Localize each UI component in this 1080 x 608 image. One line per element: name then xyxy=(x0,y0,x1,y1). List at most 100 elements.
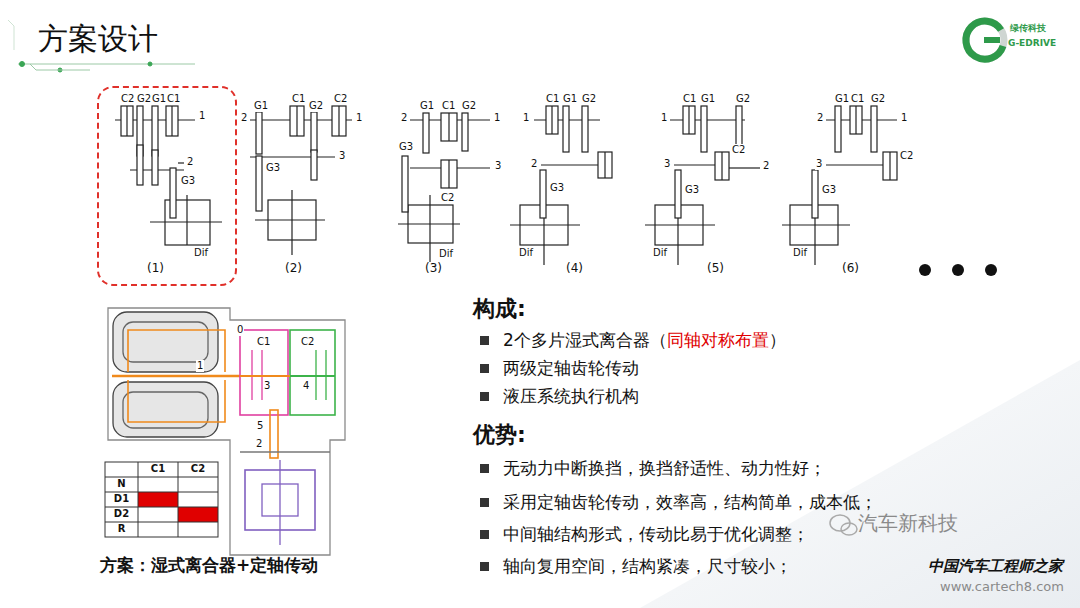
bullet-mark xyxy=(480,464,489,473)
part-label: C2 xyxy=(120,93,135,105)
bullet-mark xyxy=(480,392,489,401)
logo-mark-part xyxy=(984,37,1000,43)
bullet-text: 采用定轴齿轮传动，效率高，结构简单，成本低； xyxy=(503,493,877,513)
part-label: G1 xyxy=(419,100,435,112)
cross-section-part xyxy=(279,460,280,545)
schematic-2-part xyxy=(311,150,317,180)
schematic-2-part xyxy=(256,156,262,211)
watermark: 汽车新科技 xyxy=(858,512,958,535)
title-decoration-part xyxy=(148,62,152,66)
figure-number: (5) xyxy=(707,262,724,276)
watermark: 中国汽车工程师之家 xyxy=(928,558,1063,575)
part-label: 2 xyxy=(240,112,248,124)
callout-number: 4 xyxy=(302,380,310,392)
schematic-4-part xyxy=(598,152,612,178)
part-label: C2 xyxy=(899,150,914,162)
schematic-3-part xyxy=(441,160,457,188)
cross-section-part xyxy=(128,380,225,422)
schematic-4-part xyxy=(604,152,605,178)
schematic-5-part xyxy=(729,167,760,168)
logo-mark-part xyxy=(966,21,1003,59)
title-decoration-part xyxy=(8,20,14,50)
bullet-text: 液压系统执行机构 xyxy=(503,387,639,407)
part-label: G2 xyxy=(308,100,324,112)
scheme-caption: 方案：湿式离合器+定轴传动 xyxy=(100,556,318,576)
schematic-2-part xyxy=(256,112,262,154)
callout-number: 3 xyxy=(263,380,271,392)
part-label: C2 xyxy=(333,93,348,105)
part-label: Dif xyxy=(193,247,209,259)
schematic-1-part xyxy=(166,106,178,136)
schematic-6-part xyxy=(883,152,897,180)
part-label: G2 xyxy=(136,93,152,105)
schematic-1-part xyxy=(186,195,187,245)
part-label: 1 xyxy=(660,112,668,124)
schematic-2-part xyxy=(255,219,325,220)
part-label: G3 xyxy=(821,184,837,196)
schematic-2-part xyxy=(291,190,292,255)
part-label: G3 xyxy=(398,141,414,153)
section-heading: 构成: xyxy=(473,296,526,321)
schematic-1-part xyxy=(150,221,222,222)
callout-number: 0 xyxy=(236,324,244,336)
schematic-4-part xyxy=(510,224,580,225)
cross-section-part xyxy=(128,330,225,372)
more-dots-part xyxy=(952,264,964,276)
part-label: 2 xyxy=(530,158,538,170)
bullet-text: 同轴对称布置 xyxy=(667,331,769,351)
logo-text: G-EDRIVE xyxy=(1008,38,1056,48)
schematic-6-part xyxy=(871,106,877,152)
cross-section-part xyxy=(290,330,335,415)
part-label: G2 xyxy=(581,93,597,105)
figure-number: (6) xyxy=(842,262,859,276)
part-label: C1 xyxy=(682,93,697,105)
cross-section-part xyxy=(123,322,208,362)
part-label: G3 xyxy=(684,184,700,196)
schematic-1-part xyxy=(126,106,127,136)
part-label: 1 xyxy=(493,112,501,124)
part-label: 1 xyxy=(355,112,363,124)
cross-section-part xyxy=(270,410,278,458)
schematic-1-part xyxy=(137,145,143,185)
title-decoration-part xyxy=(30,64,90,70)
shift-table-part xyxy=(138,492,178,507)
part-label: C2 xyxy=(731,144,746,156)
part-label: Dif xyxy=(652,247,668,259)
part-label: 1 xyxy=(522,112,530,124)
schematic-3-part xyxy=(448,160,449,188)
schematic-6-part xyxy=(782,224,850,225)
schematic-3-part xyxy=(398,223,460,224)
schematic-3-part xyxy=(441,113,457,141)
schematic-3-part xyxy=(402,156,408,212)
more-dots xyxy=(919,264,997,276)
schematic-2-part xyxy=(250,156,335,157)
schematic-5-part xyxy=(683,106,695,134)
part-label: 2 xyxy=(816,112,824,124)
schematic-2 xyxy=(250,106,352,255)
part-label: 2 xyxy=(186,156,194,168)
schematic-5-part xyxy=(715,152,729,180)
schematic-4-part xyxy=(546,106,558,134)
watermark: www.cartech8.com xyxy=(940,580,1064,595)
cross-section-part xyxy=(240,375,290,377)
table-cell: D1 xyxy=(105,493,138,505)
callout-number: 1 xyxy=(196,360,204,372)
table-cell: D2 xyxy=(105,508,138,520)
part-label: 1 xyxy=(198,110,206,122)
shift-table-part xyxy=(138,462,139,537)
part-label: 3 xyxy=(494,160,502,172)
schematic-5-part xyxy=(721,152,722,180)
part-label: G3 xyxy=(180,175,196,187)
part-label: C2 xyxy=(440,192,455,204)
part-label: G3 xyxy=(265,162,281,174)
schematic-2-part xyxy=(332,106,346,136)
title-decoration xyxy=(8,20,195,72)
cross-section-part xyxy=(290,375,335,377)
part-label: G1 xyxy=(700,93,716,105)
schematic-4-part xyxy=(540,170,546,218)
schematic-2-part xyxy=(296,106,297,136)
section-heading: 优势: xyxy=(473,422,526,447)
more-dots-part xyxy=(985,264,997,276)
schematic-1-part xyxy=(152,150,158,185)
